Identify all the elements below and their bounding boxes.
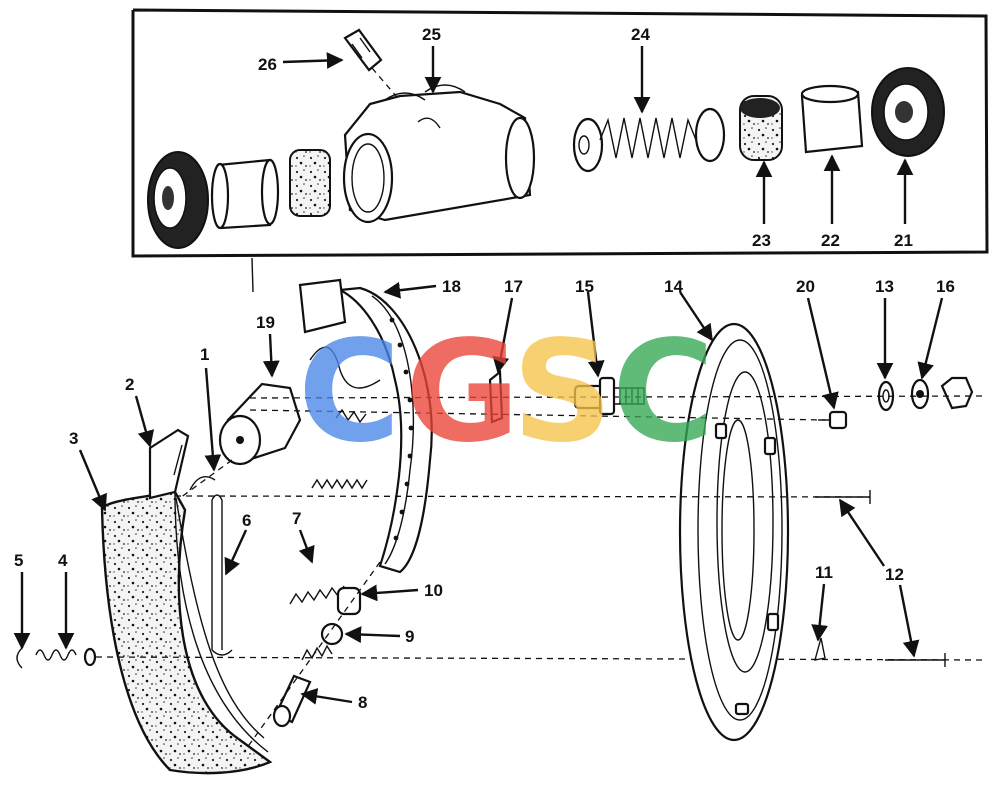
watermark-letter-2: G xyxy=(405,311,520,474)
wheel-cylinder-assembly-part xyxy=(218,382,302,466)
callout-11: 11 xyxy=(815,563,833,582)
callout-26: 26 xyxy=(258,55,277,74)
hold-down-cup-part xyxy=(16,647,23,669)
clip-part xyxy=(814,637,826,661)
callout-25: 25 xyxy=(422,25,441,44)
callout-21: 21 xyxy=(894,231,913,250)
callout-15: 15 xyxy=(575,277,594,296)
callout-5: 5 xyxy=(14,551,23,570)
callout-6: 6 xyxy=(242,511,251,530)
adjuster-spring-part xyxy=(289,585,345,605)
callout-14: 14 xyxy=(664,277,683,296)
callout-19: 19 xyxy=(256,313,275,332)
callout-24: 24 xyxy=(631,25,650,44)
boot-left-part xyxy=(147,151,209,249)
callout-3: 3 xyxy=(69,429,78,448)
anchor-pin-part xyxy=(573,376,645,416)
callout-10: 10 xyxy=(424,581,443,600)
wheel-cylinder-inset: 26 25 24 23 22 21 xyxy=(131,8,989,258)
piston-left-part xyxy=(210,158,280,230)
callout-1: 1 xyxy=(200,345,209,364)
socket-part xyxy=(272,674,312,728)
wheel-cylinder-body-part xyxy=(342,84,536,224)
backing-plate-part xyxy=(678,322,790,742)
cup-left-part xyxy=(289,149,331,217)
watermark-letter-3: S xyxy=(512,311,613,474)
callout-7: 7 xyxy=(292,509,301,528)
callout-9: 9 xyxy=(405,627,414,646)
watermark-letter-4: C xyxy=(612,311,715,474)
pivot-nut-part xyxy=(336,586,362,616)
spring-part xyxy=(572,107,726,173)
callout-22: 22 xyxy=(821,231,840,250)
callout-2: 2 xyxy=(125,375,134,394)
hold-down-pin-upper-part xyxy=(815,490,871,504)
callout-23: 23 xyxy=(752,231,771,250)
callout-8: 8 xyxy=(358,693,367,712)
hex-nut-part xyxy=(940,376,974,410)
callout-16: 16 xyxy=(936,277,955,296)
callout-20: 20 xyxy=(796,277,815,296)
shoe-web-part xyxy=(148,428,265,739)
adjusting-screw-part xyxy=(301,622,344,661)
callout-13: 13 xyxy=(875,277,894,296)
watermark: C G S C xyxy=(298,311,715,474)
callout-17: 17 xyxy=(504,277,523,296)
hold-down-pin-lower-part xyxy=(885,653,946,667)
callout-18: 18 xyxy=(442,277,461,296)
bleeder-screw-part xyxy=(343,28,383,72)
secondary-shoe-part xyxy=(298,278,433,574)
watermark-letter-1: C xyxy=(298,311,401,474)
cup-right-part xyxy=(739,95,783,161)
boot-right-part xyxy=(871,67,945,157)
retractor-spring-part xyxy=(189,476,233,656)
flat-washer-part xyxy=(910,378,930,410)
callout-12: 12 xyxy=(885,565,904,584)
piston-right-part xyxy=(800,84,864,154)
callout-4: 4 xyxy=(58,551,68,570)
hold-down-spring-part xyxy=(35,647,97,667)
